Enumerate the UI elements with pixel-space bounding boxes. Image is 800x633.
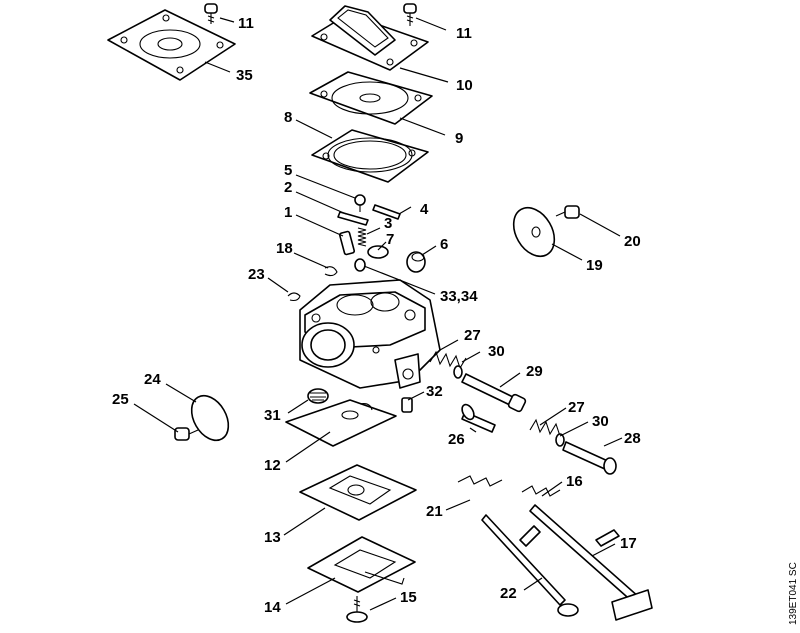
part-17-shaft <box>529 504 653 621</box>
label-14: 14 <box>264 599 281 616</box>
part-5-screw <box>354 194 366 212</box>
label-2: 2 <box>284 179 292 196</box>
part-21-spring <box>457 475 503 487</box>
label-30: 30 <box>488 343 505 360</box>
label-28: 28 <box>624 430 641 447</box>
part-9-diaphragm <box>309 71 433 125</box>
part-19-disc <box>512 206 556 258</box>
label-23: 23 <box>248 266 265 283</box>
label-32: 32 <box>426 383 443 400</box>
part-16-spring <box>521 485 561 497</box>
label-11: 11 <box>238 15 254 32</box>
label-15: 15 <box>400 589 417 606</box>
part-labels: 11 11 35 10 9 8 5 2 1 3 4 7 6 18 23 33,3… <box>112 15 641 616</box>
part-18-clip <box>324 266 338 277</box>
part-24-disc <box>190 394 230 442</box>
part-29-screw <box>461 373 527 413</box>
part-22-shaft <box>481 514 579 617</box>
label-19: 19 <box>586 257 603 274</box>
part-2-lever <box>337 211 369 226</box>
label-26: 26 <box>448 431 465 448</box>
part-35-cover <box>107 9 236 81</box>
part-26-needle <box>461 403 496 433</box>
label-20: 20 <box>624 233 641 250</box>
label-9: 9 <box>455 130 463 147</box>
label-24: 24 <box>144 371 161 388</box>
label-22: 22 <box>500 585 517 602</box>
part-1-needle <box>338 230 356 256</box>
part-31-screen <box>307 388 329 404</box>
part-3-spring <box>357 227 367 247</box>
label-3: 3 <box>384 215 392 232</box>
part-10-cover <box>311 5 429 71</box>
part-20-screw <box>555 205 580 219</box>
part-32-plug <box>401 397 413 413</box>
label-4: 4 <box>420 201 429 218</box>
carburetor-body <box>299 279 441 389</box>
label-27: 27 <box>464 327 481 344</box>
label-25: 25 <box>112 391 129 408</box>
label-18: 18 <box>276 240 293 257</box>
label-6: 6 <box>440 236 448 253</box>
label-33-34: 33,34 <box>440 288 478 305</box>
part-13-plate <box>299 464 417 521</box>
label-35: 35 <box>236 67 253 84</box>
label-5: 5 <box>284 162 292 179</box>
label-27: 27 <box>568 399 585 416</box>
label-17: 17 <box>620 535 637 552</box>
part-28-screw <box>562 441 617 475</box>
part-27-spring-lower <box>529 418 561 437</box>
part-23-clip <box>287 292 301 302</box>
label-13: 13 <box>264 529 281 546</box>
label-12: 12 <box>264 457 281 474</box>
label-21: 21 <box>426 503 443 520</box>
part-12-gasket <box>285 399 397 447</box>
part-11-screw-right <box>403 3 417 26</box>
part-7-plug <box>367 245 389 259</box>
leader-lines <box>133 17 623 611</box>
label-11: 11 <box>456 25 472 42</box>
label-8: 8 <box>284 109 292 126</box>
part-11-screw-left <box>204 3 218 24</box>
label-1: 1 <box>284 204 292 221</box>
label-29: 29 <box>526 363 543 380</box>
label-30: 30 <box>592 413 609 430</box>
part-15-screw <box>346 596 368 623</box>
part-25-screw <box>174 427 199 441</box>
label-10: 10 <box>456 77 473 94</box>
label-16: 16 <box>566 473 583 490</box>
drawing-code: 139ET041 SC <box>788 562 799 625</box>
label-31: 31 <box>264 407 281 424</box>
part-4-pin <box>372 204 401 220</box>
part-30-oring-upper <box>453 365 463 379</box>
part-30-oring-lower <box>555 433 565 447</box>
label-7: 7 <box>386 231 394 248</box>
part-33-34-fitting <box>354 258 366 272</box>
part-6-cap <box>406 251 426 273</box>
part-8-gasket <box>311 129 429 183</box>
